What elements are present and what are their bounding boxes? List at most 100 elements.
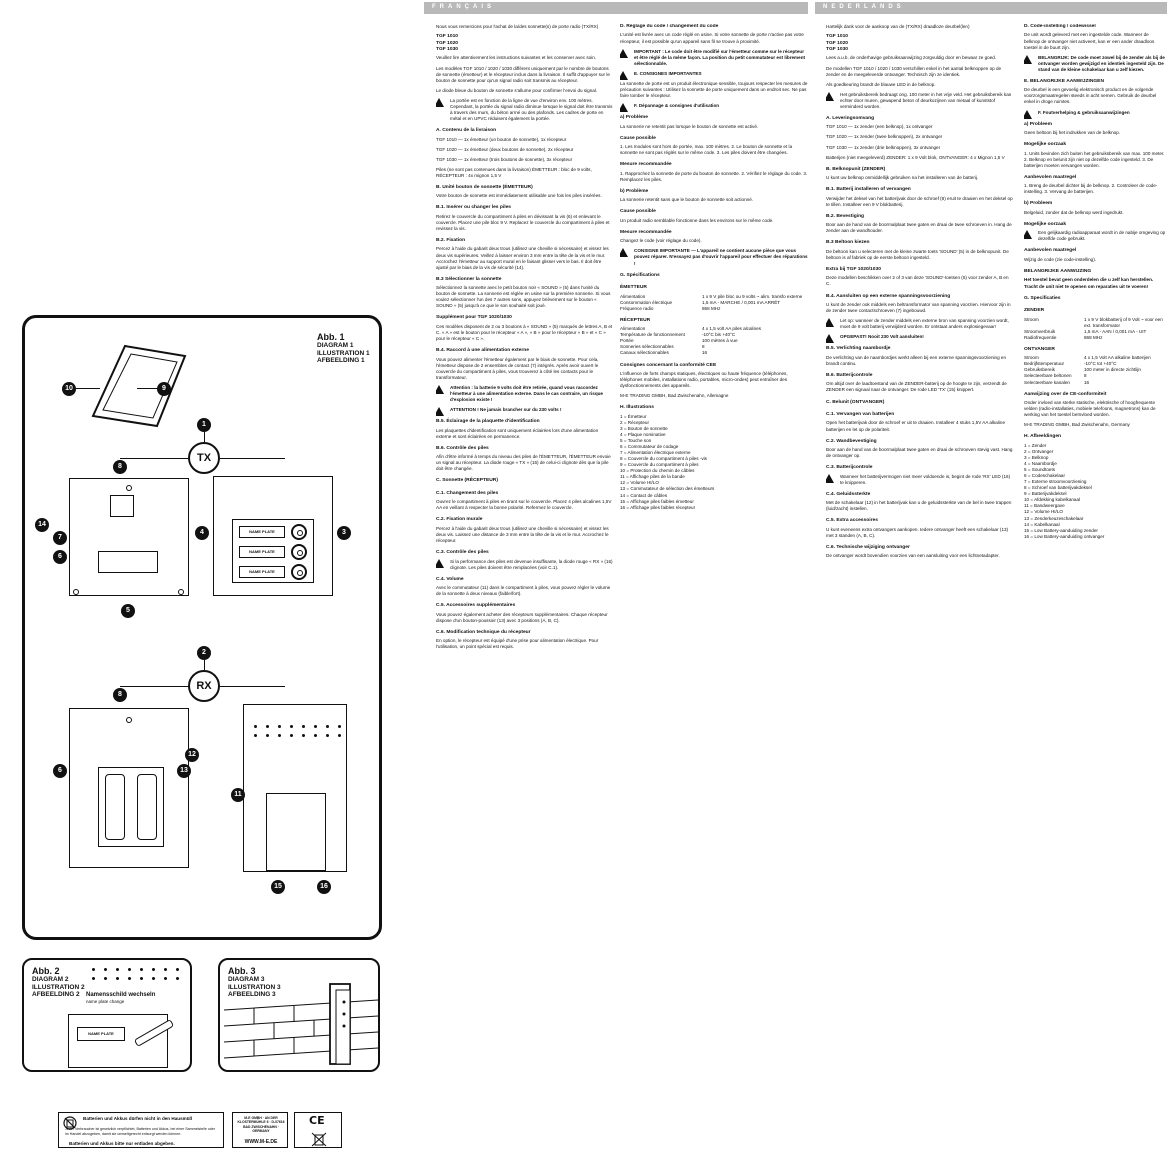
nl-warning-text: Een gelijkaardig radioapparaat wordt in … (1038, 230, 1166, 242)
nl-paragraph: Als goedkeuring brandt de blauwe LED in … (826, 81, 936, 87)
spec-label: Stroomverbruik (1024, 328, 1056, 334)
diagram-3-sub-fr: ILLUSTRATION 3 (228, 983, 281, 991)
fr-problem-b-title: b) Problème (620, 188, 649, 194)
fr-warning-text: Attention : la batterie 9 volts doit êtr… (450, 384, 603, 402)
legend-item: 1 = Émetteur (620, 413, 647, 419)
nl-cause-title: Mogelijke oorzaak (1024, 221, 1067, 227)
company-address: M-E GMBH · AN DER KLOSTERMÜHLE 6 · D-076… (232, 1112, 288, 1148)
fr-paragraph: Le diode bleue du bouton de sonnette s'a… (436, 87, 598, 93)
nl-paragraph: De unit wordt geleverd met een ingesteld… (1024, 32, 1155, 50)
marker-15: 15 (271, 880, 285, 894)
fr-paragraph: Vous pouvez également acheter des récept… (436, 611, 608, 623)
transmitter-front: NAME PLATE NAME PLATE NAME PLATE (213, 476, 333, 596)
fr-batteries-note: Piles (ne sont pas contenues dans la liv… (436, 166, 592, 178)
nameplate: NAME PLATE (77, 1027, 125, 1041)
fr-model-1030: TGF 1030 (436, 47, 459, 52)
nameplate-frame: NAME PLATE (68, 1014, 175, 1068)
fr-warning-text: IMPORTANT : Le code doit être modifié su… (634, 48, 806, 66)
fr-content-item: TGF 1030 — 1x émetteur (trois boutons de… (436, 156, 573, 162)
fr-ce-title: Consignes concernant la conformité CEE (620, 362, 717, 368)
receiver-front (243, 704, 347, 872)
nl-paragraph: Belgeluid, zonder dat de belknop werd in… (1024, 209, 1124, 215)
fr-warning-230v: ATTENTION ! Ne jamais brancher sur du 23… (436, 407, 614, 416)
battery-compartment (98, 767, 164, 847)
fr-b3-title: B.3 Sélectionner la sonnette (436, 276, 502, 282)
spec-value: 868 MHz (702, 305, 721, 311)
nl-c3-warning: Wanneer het batterijvermogen niet meer v… (826, 473, 1014, 486)
nl-section-g-title: G. Specificaties (1024, 295, 1061, 301)
nl-section-h-title: H. Afbeeldingen (1024, 434, 1062, 440)
mount-hole (73, 589, 79, 595)
mount-hole (126, 717, 132, 723)
legend-item: 14 = Contact de câbles (620, 492, 668, 498)
spec-label: Alimentation (620, 293, 646, 299)
language-header-dutch: NEDERLANDS (815, 2, 1167, 14)
fr-cause-title: Cause possible (620, 209, 656, 215)
nl-warning-text: F. Foutverhelping & gebruiksaanwijzingen (1038, 109, 1130, 115)
nl-cause-title: Mogelijke oorzaak (1024, 142, 1067, 148)
legend-item: 6 = Commutateur de codage (620, 444, 679, 449)
diagram-3-heading: Abb. 3 (228, 966, 256, 976)
legend-item: 9 = Batterijvakdeksel (1024, 491, 1067, 497)
cover-screw-area (110, 495, 134, 517)
nl-warning-230v: OPGEPAST! Nooit 230 Volt aansluiten! (826, 334, 1014, 344)
diagram-2-sub-nl: AFBEELDING 2 (32, 991, 80, 999)
nl-paragraph: 1. Units bevinden zich buiten het gebrui… (1024, 150, 1165, 168)
fr-paragraph: Changez le code (voir réglage du code). (620, 238, 702, 244)
spec-label: Selecteerbare kanalen (1024, 379, 1070, 385)
nl-paragraph: Deze modellen beschikken over 2 of 3 van… (826, 275, 1009, 287)
fr-section-e-title: E. CONSIGNES IMPORTANTES (620, 70, 808, 80)
legend-item: 8 = Schroef van batterijvakdeksel (1024, 485, 1092, 491)
battery-cover-drawing (91, 344, 187, 428)
fr-warning-text: La portée est en fonction de la ligne de… (450, 97, 613, 121)
warning-icon (620, 48, 628, 58)
fr-paragraph: Percez à l'aide du gabarit deux trous (u… (436, 246, 609, 270)
legend-item: 5 = Soundtoets (1024, 467, 1056, 472)
spec-value: -10°C tot +40°C (1084, 361, 1117, 367)
legend-item: 2 = Ontvanger (1024, 448, 1054, 454)
marker-10: 10 (62, 382, 76, 396)
nl-section-c-title: C. Belunit (ONTVANGER) (826, 399, 885, 405)
legend-item: 7 = Alimentation électrique externe (620, 450, 691, 456)
language-header-french: FRANÇAIS (424, 2, 808, 14)
nl-paragraph: Om altijd over de laadtoestand van de ZE… (826, 381, 1007, 393)
diagram-3-sub-en: DIAGRAM 3 (228, 976, 265, 984)
diagram-3-panel: Abb. 3 DIAGRAM 3 ILLUSTRATION 3 AFBEELDI… (218, 958, 380, 1072)
nl-b2-title: B.2. Bevestiging (826, 213, 865, 219)
speaker-grille (254, 725, 342, 737)
nl-paragraph: 1. Breng de deurbel dichter bij de belkn… (1024, 183, 1158, 195)
warning-icon (436, 407, 444, 416)
speaker-grille (92, 968, 180, 980)
nl-batteries-note: Batterijen (niet meegeleverd) ZENDER: 1 … (826, 154, 1005, 160)
spec-value: 8 (1084, 373, 1087, 379)
warning-icon (620, 70, 628, 80)
fr-section-h-title: H. Illustrations (620, 405, 654, 411)
legend-item: 2 = Récepteur (620, 419, 649, 425)
leader-line (220, 686, 285, 687)
nl-c4-title: C.4. Geluidssterkte (826, 491, 871, 497)
fr-b4-title: B.4. Raccord à une alimentation externe (436, 348, 529, 354)
marker-5: 5 (121, 604, 135, 618)
warning-icon (436, 97, 444, 107)
legend-item: 6 = Codeschakelaar (1024, 473, 1065, 479)
legend-item: 12 = Volume HI/LO (1024, 509, 1063, 515)
nl-fix-title: Aanbevolen maatregel (1024, 174, 1077, 180)
fr-rx-spec-title: RÉCEPTEUR (620, 317, 651, 323)
legend-item: 10 = Protection du chemin de câbles (620, 468, 695, 474)
caption-en: name plate change (86, 998, 125, 1004)
nl-illustration-legend: 1 = Zender 2 = Ontvanger 3 = Belknop 4 =… (1024, 443, 1166, 540)
nl-section-f-title: F. Foutverhelping & gebruiksaanwijzingen (1024, 109, 1166, 119)
spec-value: 8 (702, 344, 705, 350)
legend-item: 3 = Bouton de sonnette (620, 425, 668, 431)
nameplate: NAME PLATE (239, 526, 285, 538)
diagram-2-panel: Abb. 2 DIAGRAM 2 ILLUSTRATION 2 AFBEELDI… (22, 958, 192, 1072)
diagram-1-sub-nl: AFBEELDING 1 (317, 357, 365, 365)
diagram-1-heading: Abb. 1 (317, 332, 345, 342)
nl-model-1020: TGF 1020 (826, 40, 849, 46)
spec-label: Selecteerbare beltonen (1024, 373, 1072, 379)
fr-paragraph: Retirez le couvercle du compartiment à p… (436, 213, 610, 231)
nl-warning-text: OPGEPAST! Nooit 230 Volt aansluiten! (840, 334, 924, 340)
warning-icon (826, 318, 834, 328)
